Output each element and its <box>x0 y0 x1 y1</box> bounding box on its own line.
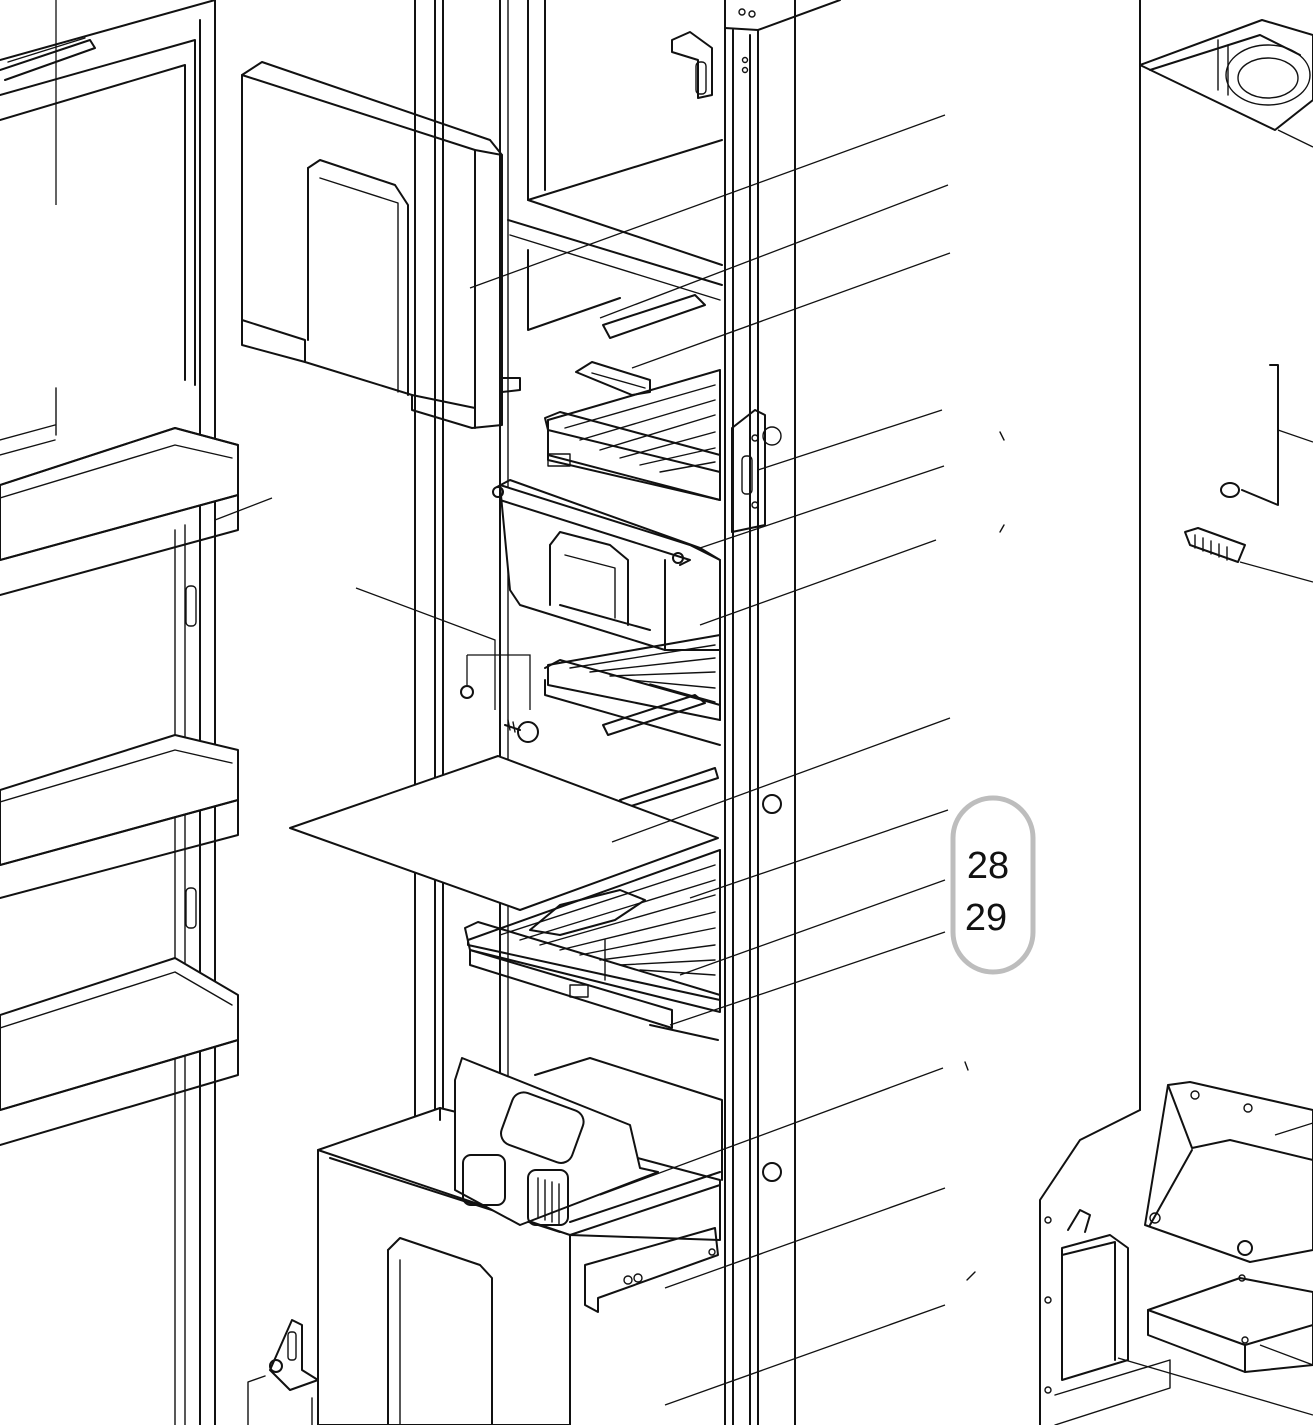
leader-lines <box>469 114 1005 1406</box>
door-bin-upper <box>0 427 273 596</box>
highlighted-callout-group: 28 29 <box>950 795 1036 975</box>
ice-maker-housing <box>1144 1081 1313 1263</box>
fan-motor-assembly <box>1139 19 1313 148</box>
water-valve <box>1044 1209 1313 1425</box>
dispenser-cover <box>241 61 521 429</box>
wire-shelf-upper <box>544 369 721 501</box>
glass-shelf <box>289 755 719 911</box>
wire-shelf-middle <box>544 634 721 809</box>
connector-plug <box>1184 527 1313 583</box>
control-box <box>1147 1274 1313 1373</box>
highlight-ring <box>950 795 1036 975</box>
sensor-probe <box>1220 364 1313 506</box>
hinge-bracket-bottom <box>247 1319 319 1425</box>
cabinet-frame <box>414 0 1141 1425</box>
upper-compartment <box>507 0 723 331</box>
door-panel <box>0 0 216 1425</box>
freezer-basket-upper <box>492 479 721 651</box>
shelf-pin <box>355 587 539 743</box>
wire-shelf-lower <box>464 849 721 1041</box>
callout-label-29: 29 <box>965 897 1007 939</box>
hinge-bracket-right <box>731 409 766 533</box>
door-bin-lower <box>0 957 239 1146</box>
callout-label-28: 28 <box>967 845 1009 887</box>
door-bin-middle <box>0 734 239 899</box>
shelf-rail-upper <box>575 294 706 396</box>
ice-bucket-bin <box>317 1057 723 1425</box>
